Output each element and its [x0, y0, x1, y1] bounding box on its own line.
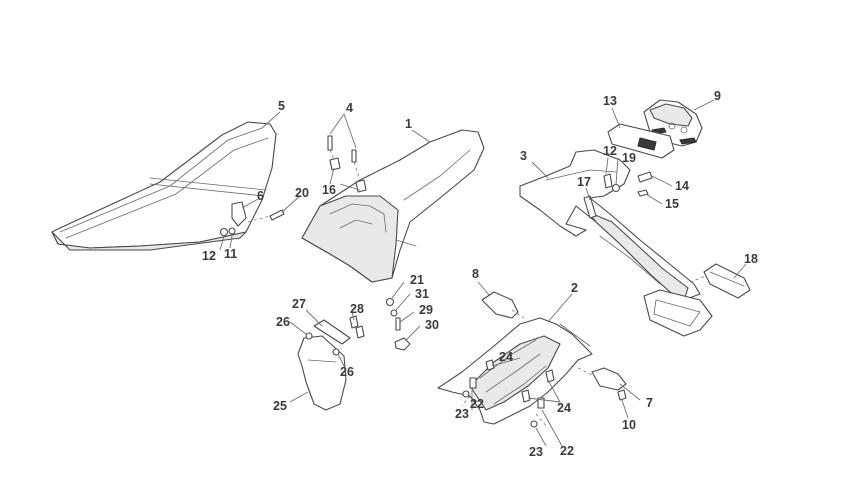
callout-13: 13: [603, 94, 617, 108]
callout-9: 9: [714, 89, 721, 103]
license-plate-mount-part[interactable]: [643, 289, 713, 337]
callout-8: 8: [472, 267, 479, 281]
callout-5: 5: [278, 99, 285, 113]
callout-12-seat: 12: [202, 249, 216, 263]
leader-lines: [219, 99, 747, 447]
callout-12-holder: 12: [603, 144, 617, 158]
fender-nut-part[interactable]: [329, 157, 367, 193]
callout-labels: 1 2 3 4 5 6 7 8 9 10 11 12 12 13 14 15 1…: [202, 89, 758, 459]
callout-3: 3: [520, 149, 527, 163]
callout-23-right: 23: [529, 445, 543, 459]
callout-29: 29: [419, 303, 433, 317]
callout-31: 31: [415, 287, 429, 301]
callout-16: 16: [322, 183, 336, 197]
mud-flap-plate-part[interactable]: [313, 319, 351, 345]
mud-flap-nut-part[interactable]: [305, 332, 340, 356]
seat-bolt-part[interactable]: [269, 209, 285, 221]
fender-bolt-part[interactable]: [327, 135, 357, 163]
callout-28: 28: [350, 302, 364, 316]
callout-26-lower: 26: [340, 365, 354, 379]
callout-10: 10: [622, 418, 636, 432]
callout-1: 1: [405, 117, 412, 131]
callout-22-left: 22: [470, 397, 484, 411]
callout-21: 21: [410, 273, 424, 287]
inner-mudguard-part[interactable]: [437, 317, 593, 425]
fender-screw-part[interactable]: [395, 317, 401, 331]
license-plate-holder-part[interactable]: [519, 149, 701, 301]
callout-6: 6: [257, 189, 264, 203]
callout-20: 20: [295, 186, 309, 200]
holder-spacer-part[interactable]: [583, 195, 597, 219]
reflector-part[interactable]: [703, 263, 751, 299]
callout-22-right: 22: [560, 444, 574, 458]
callout-2: 2: [571, 281, 578, 295]
callout-19: 19: [622, 151, 636, 165]
mudguard-screw-part[interactable]: [469, 359, 555, 409]
fender-plug-part[interactable]: [394, 337, 411, 351]
callout-15: 15: [665, 197, 679, 211]
mud-flap-screw-part[interactable]: [349, 315, 365, 339]
holder-pin-part[interactable]: [637, 189, 649, 197]
callout-25: 25: [273, 399, 287, 413]
holder-screw-part[interactable]: [603, 173, 613, 189]
callout-11: 11: [224, 247, 237, 261]
fender-washer-part[interactable]: [385, 297, 398, 317]
callout-27: 27: [292, 297, 306, 311]
seat-washer-part[interactable]: [219, 227, 236, 237]
callout-17: 17: [577, 175, 591, 189]
callout-24-lower: 24: [557, 401, 571, 415]
seat-part[interactable]: [51, 121, 277, 251]
indicator-nut-part[interactable]: [617, 389, 627, 401]
callout-4: 4: [346, 101, 353, 115]
callout-24-upper: 24: [499, 350, 513, 364]
callout-30: 30: [425, 318, 439, 332]
right-turn-indicator-part[interactable]: [591, 367, 627, 391]
holder-nut-part[interactable]: [611, 183, 621, 193]
callout-23-left: 23: [455, 407, 469, 421]
callout-18: 18: [744, 252, 758, 266]
mudguard-washer-part[interactable]: [462, 390, 538, 428]
left-turn-indicator-part[interactable]: [481, 291, 519, 319]
callout-14: 14: [675, 179, 689, 193]
rear-fender-part[interactable]: [301, 129, 485, 283]
tail-light-gasket-part[interactable]: [607, 123, 675, 159]
callout-26-upper: 26: [276, 315, 290, 329]
mud-flap-part[interactable]: [297, 335, 347, 411]
holder-bolt-part[interactable]: [637, 171, 653, 183]
callout-7: 7: [646, 396, 653, 410]
